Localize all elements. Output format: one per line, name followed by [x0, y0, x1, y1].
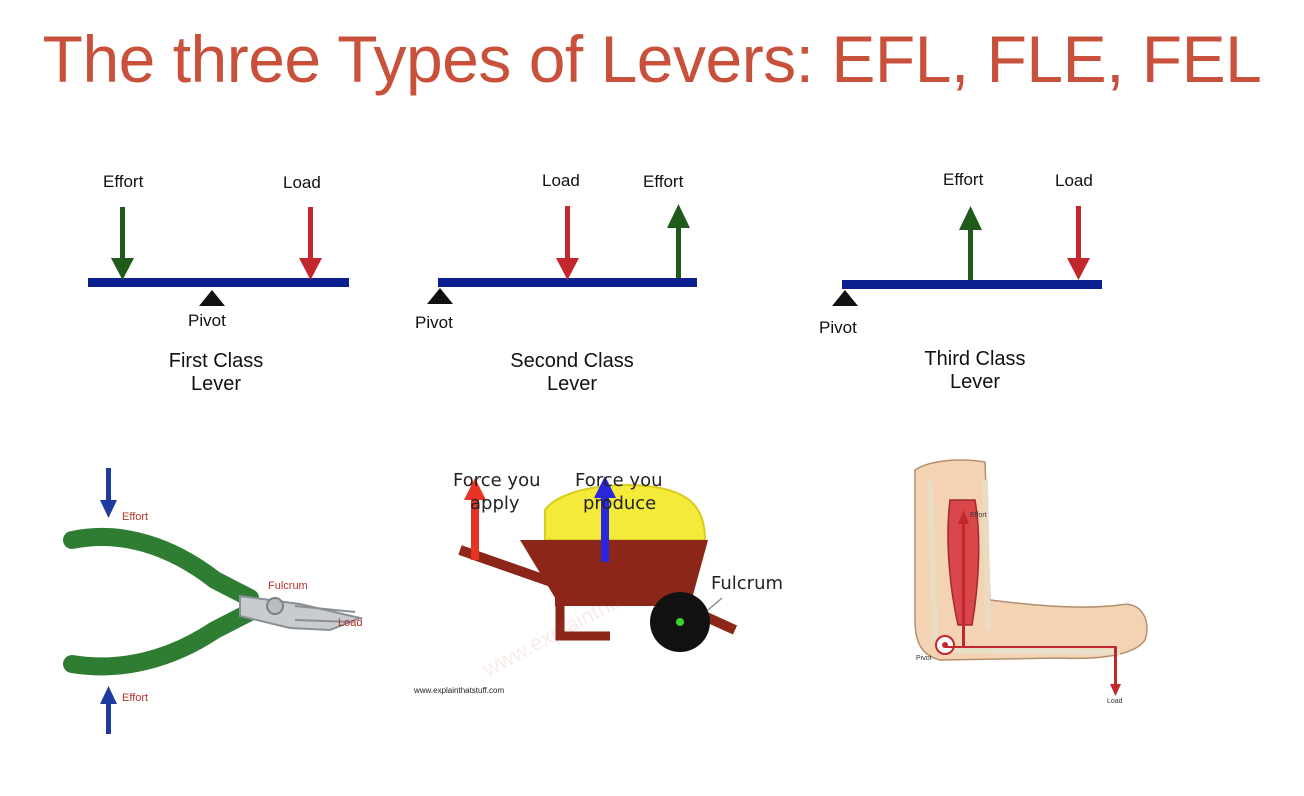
pliers-effort-top-label: Effort: [122, 511, 149, 523]
pliers-load-label: Load: [338, 617, 363, 629]
caption-line: Third Class: [924, 348, 1026, 370]
wheelbarrow-illustration: [398, 442, 816, 710]
wheelbarrow-fulcrum-label: Fulcrum: [711, 573, 784, 594]
force-produce-label-line1: Force you: [575, 470, 663, 491]
arm-load-label: Load: [1107, 698, 1123, 705]
second-pivot-label: Pivot: [415, 313, 453, 332]
caption-line: Lever: [949, 371, 1001, 393]
caption-line: Lever: [190, 373, 242, 395]
load-arrow-down: [556, 206, 579, 280]
lever-beam: [842, 280, 1102, 289]
first-load-label: Load: [283, 173, 321, 192]
first-effort-label: Effort: [103, 172, 144, 191]
load-arrow-down: [1067, 206, 1090, 280]
pivot-triangle: [199, 290, 225, 306]
pivot-triangle: [832, 290, 858, 306]
first-class-caption: First Class Lever: [106, 350, 326, 396]
second-load-label: Load: [542, 171, 580, 190]
caption-line: Lever: [546, 373, 598, 395]
pivot-triangle: [427, 288, 453, 304]
wheelbarrow-source-label: www.explainthatstuff.com: [414, 686, 505, 695]
caption-line: Second Class: [510, 350, 634, 372]
arm-effort-label: Effort: [970, 512, 987, 519]
second-class-lever-diagram: [427, 204, 697, 304]
force-apply-label-line1: Force you: [453, 470, 541, 491]
third-class-lever-diagram: [832, 206, 1102, 306]
lever-beam: [88, 278, 349, 287]
second-class-caption: Second Class Lever: [462, 350, 682, 396]
third-pivot-label: Pivot: [819, 318, 857, 337]
effort-arrow-down: [111, 207, 134, 280]
pliers-fulcrum-label: Fulcrum: [268, 580, 308, 592]
force-produce-label-line2: produce: [583, 493, 657, 514]
effort-arrow-up: [667, 204, 690, 278]
force-apply-label-line2: apply: [470, 493, 520, 514]
first-class-lever-diagram: [88, 207, 349, 306]
third-class-caption: Third Class Lever: [865, 348, 1085, 394]
caption-line: First Class: [168, 350, 264, 372]
pliers-illustration: [63, 468, 364, 734]
arm-pivot-label: Pivot: [916, 655, 932, 662]
third-effort-label: Effort: [943, 170, 984, 189]
first-pivot-label: Pivot: [188, 311, 226, 330]
second-effort-label: Effort: [643, 172, 684, 191]
page-title: The three Types of Levers: EFL, FLE, FEL: [42, 22, 1262, 96]
effort-arrow-up: [959, 206, 982, 280]
third-load-label: Load: [1055, 171, 1093, 190]
arm-illustration: [914, 459, 1148, 696]
load-arrow-down: [299, 207, 322, 280]
lever-beam: [438, 278, 697, 287]
pliers-effort-bottom-label: Effort: [122, 692, 149, 704]
